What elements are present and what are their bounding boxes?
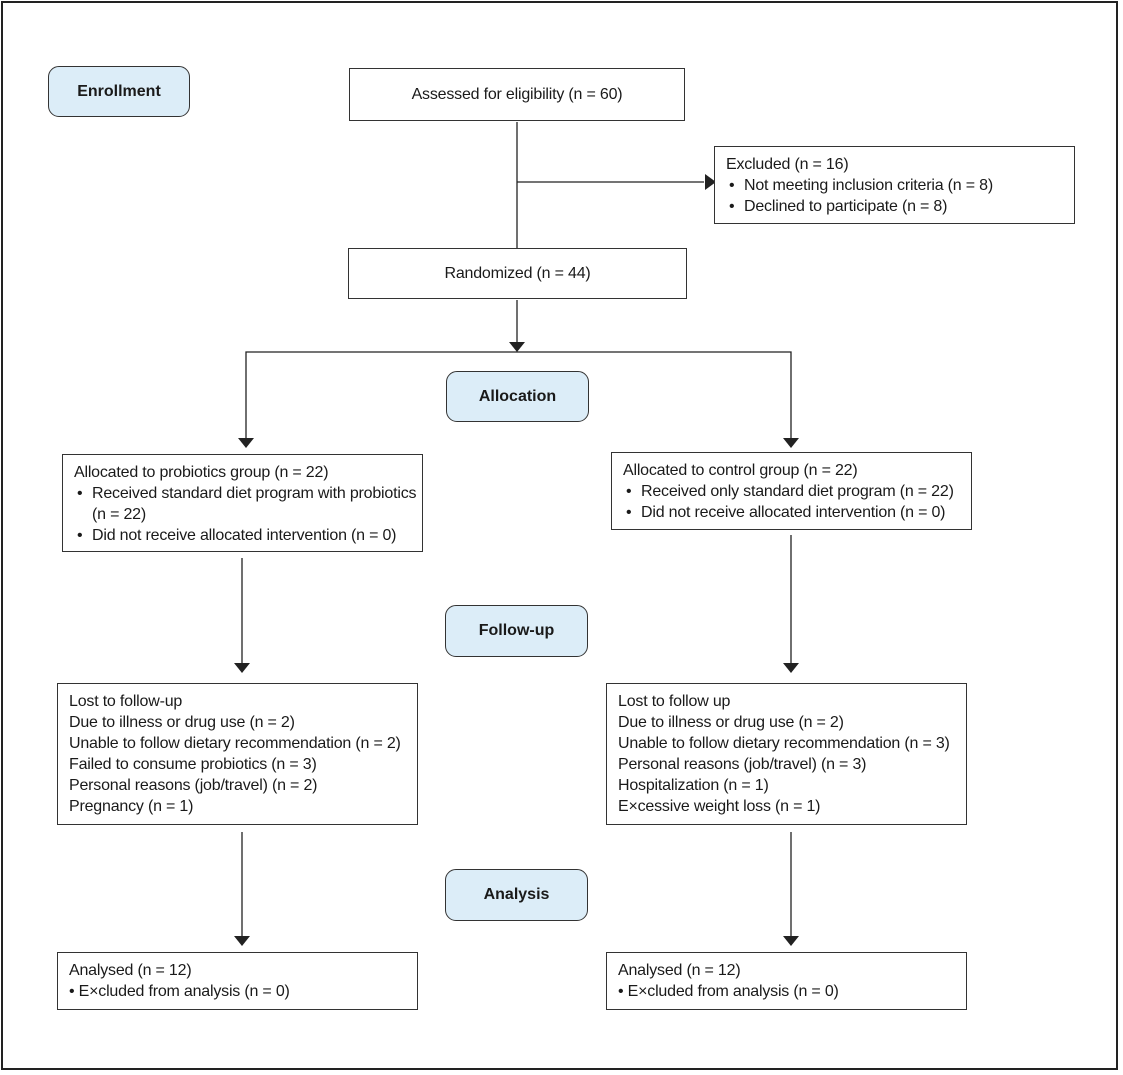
control-allocation-item-2: Did not receive allocated intervention (… (623, 502, 960, 523)
stage-analysis: Analysis (445, 869, 588, 921)
probiotics-followup-line-2: Due to illness or drug use (n = 2) (69, 714, 295, 731)
stage-enrollment: Enrollment (48, 66, 190, 117)
probiotics-allocation-item-2: Did not receive allocated intervention (… (74, 525, 411, 546)
arrowhead-randomized (509, 342, 525, 352)
stage-analysis-label: Analysis (483, 886, 550, 903)
assessed-box: Assessed for eligibility (n = 60) (349, 68, 685, 121)
excluded-title: Excluded (n = 16) (726, 156, 849, 173)
probiotics-followup-line-6: Pregnancy (n = 1) (69, 798, 194, 815)
probiotics-allocation-box: Allocated to probiotics group (n = 22) R… (62, 454, 423, 552)
control-followup-box: Lost to follow up Due to illness or drug… (606, 683, 967, 825)
control-analysis-item: • E×cluded from analysis (n = 0) (618, 983, 839, 1000)
stage-allocation-label: Allocation (478, 387, 557, 405)
arrowhead-excluded (705, 174, 716, 190)
arrowhead-probiotics-followup (234, 663, 250, 673)
arrowhead-control-alloc (783, 438, 799, 448)
stage-followup: Follow-up (445, 605, 588, 657)
connector-split (245, 351, 792, 440)
arrowhead-probiotics-alloc (238, 438, 254, 448)
stage-followup-label: Follow-up (478, 622, 555, 639)
control-allocation-item-1: Received only standard diet program (n =… (623, 481, 960, 502)
probiotics-followup-box: Lost to follow-up Due to illness or drug… (57, 683, 418, 825)
probiotics-analysis-item: • E×cluded from analysis (n = 0) (69, 983, 290, 1000)
probiotics-followup-line-4: Failed to consume probiotics (n = 3) (69, 756, 317, 773)
randomized-label: Randomized (n = 44) (444, 265, 591, 282)
probiotics-analysis-title: Analysed (n = 12) (69, 962, 192, 979)
control-allocation-box: Allocated to control group (n = 22) Rece… (611, 452, 972, 530)
stage-allocation: Allocation (446, 371, 589, 422)
control-analysis-title: Analysed (n = 12) (618, 962, 741, 979)
excluded-item-1: Not meeting inclusion criteria (n = 8) (726, 175, 1063, 196)
control-followup-line-3: Unable to follow dietary recommendation … (618, 735, 950, 752)
control-followup-line-4: Personal reasons (job/travel) (n = 3) (618, 756, 867, 773)
control-analysis-box: Analysed (n = 12) • E×cluded from analys… (606, 952, 967, 1010)
probiotics-followup-line-5: Personal reasons (job/travel) (n = 2) (69, 777, 318, 794)
assessed-label: Assessed for eligibility (n = 60) (411, 86, 623, 103)
arrowhead-probiotics-analysis (234, 936, 250, 946)
excluded-item-2: Declined to participate (n = 8) (726, 196, 1063, 217)
probiotics-analysis-box: Analysed (n = 12) • E×cluded from analys… (57, 952, 418, 1010)
arrowhead-control-followup (783, 663, 799, 673)
control-followup-line-2: Due to illness or drug use (n = 2) (618, 714, 844, 731)
excluded-box: Excluded (n = 16) Not meeting inclusion … (714, 146, 1075, 224)
control-followup-line-5: Hospitalization (n = 1) (618, 777, 769, 794)
arrowhead-control-analysis (783, 936, 799, 946)
control-followup-line-6: E×cessive weight loss (n = 1) (618, 798, 821, 815)
probiotics-allocation-item-1: Received standard diet program with prob… (74, 483, 417, 504)
probiotics-allocation-item-1-cont: (n = 22) (92, 506, 146, 523)
randomized-box: Randomized (n = 44) (348, 248, 687, 299)
control-followup-line-1: Lost to follow up (618, 693, 731, 710)
probiotics-allocation-title: Allocated to probiotics group (n = 22) (74, 464, 329, 481)
probiotics-followup-line-3: Unable to follow dietary recommendation … (69, 735, 401, 752)
control-allocation-title: Allocated to control group (n = 22) (623, 462, 858, 479)
stage-enrollment-label: Enrollment (77, 82, 161, 100)
probiotics-followup-line-1: Lost to follow-up (69, 693, 183, 710)
